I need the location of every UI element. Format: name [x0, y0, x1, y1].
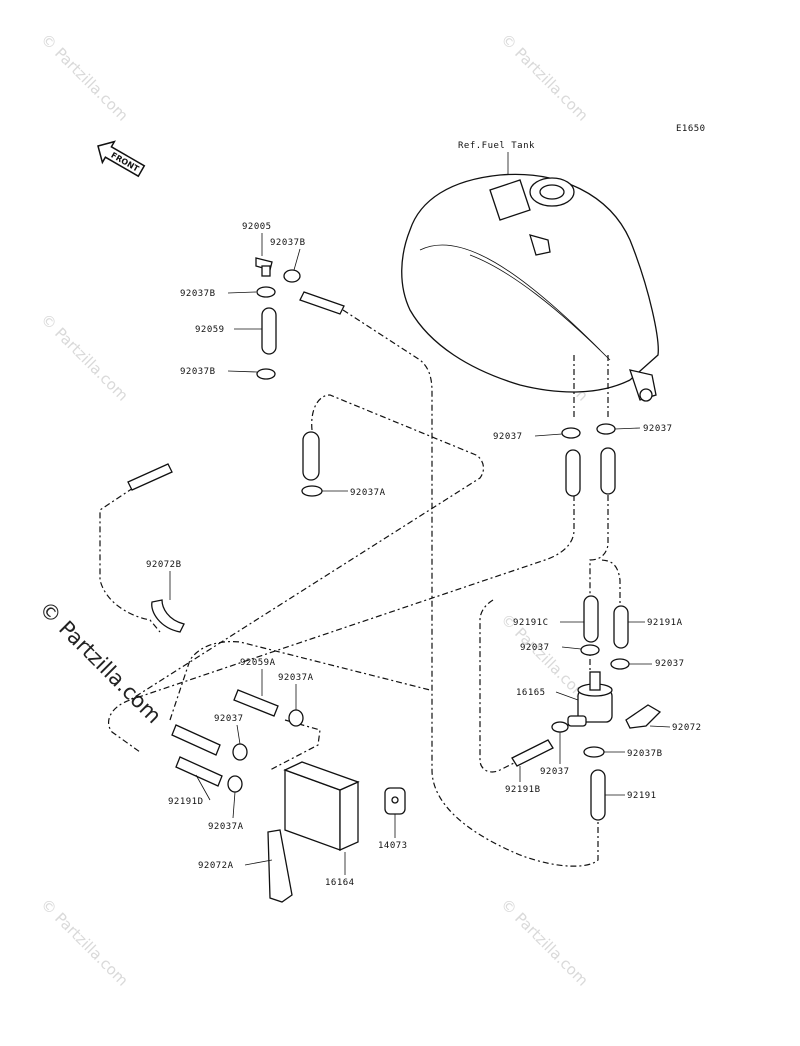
label-14073: 14073 [378, 841, 408, 851]
clamp-92037b-filter [583, 746, 605, 758]
watermark: © Partzilla.com [497, 895, 592, 990]
label-92037-filter-left: 92037 [520, 643, 550, 653]
hose-left-short [127, 463, 173, 491]
fuel-tank-reference-label: Ref.Fuel Tank [458, 141, 535, 151]
clamp-92072 [625, 704, 662, 729]
clamp-92037b-top [283, 269, 301, 283]
label-92072a: 92072A [198, 861, 234, 871]
hose-tank-right [600, 447, 616, 495]
label-92072: 92072 [672, 723, 702, 733]
label-92037-tank-right: 92037 [643, 424, 673, 434]
hose-92191a [613, 605, 629, 649]
label-92191c: 92191C [513, 618, 549, 628]
label-92037a-bottom: 92037A [208, 822, 244, 832]
label-92191a: 92191A [647, 618, 683, 628]
hose-92191 [590, 769, 606, 821]
hose-upper-short [299, 291, 345, 315]
label-16165: 16165 [516, 688, 546, 698]
clamp-92037b-mid [256, 286, 276, 298]
label-92191b: 92191B [505, 785, 541, 795]
clamp-92037-tank-right [596, 423, 616, 435]
clamp-92037-filter-low [551, 721, 569, 733]
label-92072b: 92072B [146, 560, 182, 570]
clamp-92037b-low [256, 368, 276, 380]
watermark: © Partzilla.com [37, 30, 132, 125]
diagram-id: E1650 [676, 124, 706, 134]
label-92191d: 92191D [168, 797, 204, 807]
front-arrow-icon: FRONT [97, 140, 146, 178]
label-16164: 16164 [325, 878, 355, 888]
label-92037-can: 92037 [214, 714, 244, 724]
canister-16164 [283, 761, 360, 852]
hose-92191b [511, 739, 554, 767]
watermark: © Partzilla.com [37, 310, 132, 405]
band-92072b [151, 599, 185, 633]
hose-92037-can [171, 724, 221, 756]
watermark-main: © Partzilla.com [34, 597, 166, 729]
clamp-92037-tank-left [561, 427, 581, 439]
hose-92059 [261, 307, 277, 355]
label-92037a-can: 92037A [278, 673, 314, 683]
bracket-14073 [384, 787, 406, 815]
label-92005: 92005 [242, 222, 272, 232]
label-92037-filter-right: 92037 [655, 659, 685, 669]
clamp-92037-can [232, 743, 248, 761]
fuel-tank: Ref.Fuel Tank [401, 141, 659, 402]
watermark: © Partzilla.com [37, 895, 132, 990]
fitting-92005 [255, 257, 273, 277]
hose-upper-left [302, 431, 320, 481]
hose-tank-left [565, 449, 581, 497]
hose-92191d [175, 756, 223, 787]
label-92037-filter-low: 92037 [540, 767, 570, 777]
hose-92059a [233, 689, 279, 717]
part-labels: 92005 92037B 92037B 92059 92037B 92037A … [146, 222, 702, 888]
label-92191: 92191 [627, 791, 657, 801]
label-92059a: 92059A [240, 658, 276, 668]
clamp-92037-filter-left [580, 644, 600, 656]
label-92037b-filter: 92037B [627, 749, 663, 759]
clamp-92037a-bottom [227, 775, 243, 793]
fuel-filter-16165 [567, 671, 613, 727]
label-92037a-upper: 92037A [350, 488, 386, 498]
label-92037b-top: 92037B [270, 238, 306, 248]
watermark: © Partzilla.com [497, 30, 592, 125]
label-92037-tank-left: 92037 [493, 432, 523, 442]
label-92059: 92059 [195, 325, 225, 335]
hose-routing-lines [99, 309, 621, 867]
band-92072a [267, 829, 293, 903]
clamp-92037-filter-right [610, 658, 630, 670]
clamp-92037a-upper [301, 485, 323, 497]
hose-92191c [583, 595, 599, 643]
label-92037b-low: 92037B [180, 367, 216, 377]
clamp-92037a-can [288, 709, 304, 727]
label-92037b-mid: 92037B [180, 289, 216, 299]
